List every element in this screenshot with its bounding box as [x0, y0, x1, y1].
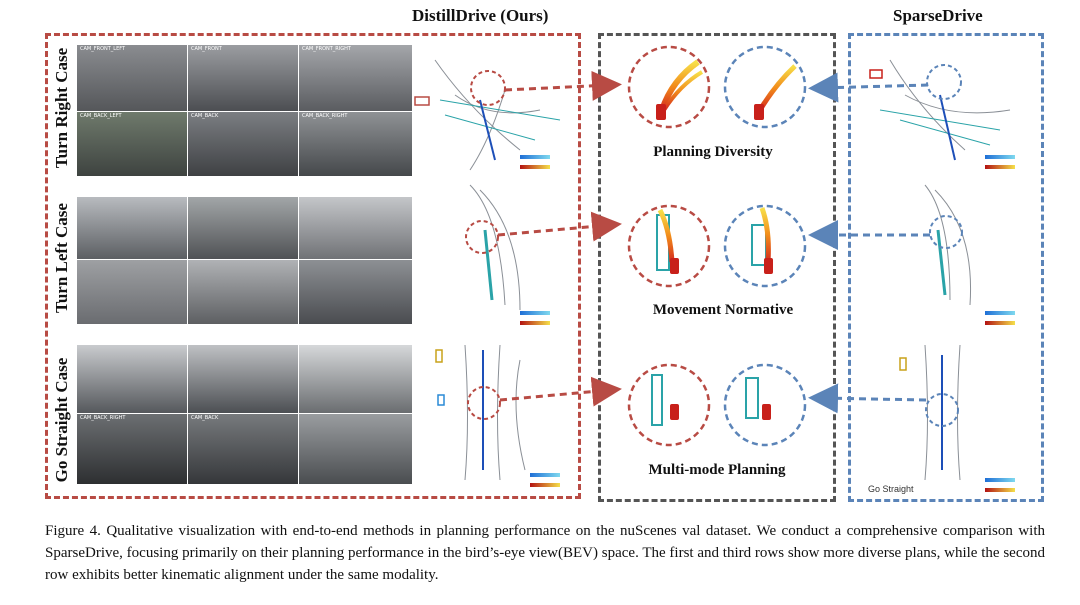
arrows-sparse [808, 72, 930, 414]
distilldrive-frame [45, 33, 581, 499]
camera-image: CAM_FRONT_RIGHT [299, 45, 412, 111]
center-zoom-row1 [627, 45, 807, 129]
figure-caption: Figure 4. Qualitative visualization with… [45, 523, 1045, 583]
camera-image [299, 260, 412, 324]
camera-label: CAM_BACK [191, 415, 219, 421]
camera-image: CAM_FRONT [188, 45, 298, 111]
bev-map-sparse-row2 [924, 184, 1015, 325]
camera-image: CAM_FRONT_LEFT [77, 45, 187, 111]
camera-label: CAM_FRONT_LEFT [80, 46, 126, 52]
camera-image [77, 260, 187, 324]
label-multi-mode-planning: Multi-mode Planning [648, 462, 786, 478]
sparsedrive-frame [848, 33, 1044, 502]
camera-image: CAM_BACK_RIGHT [299, 112, 412, 176]
camera-image [188, 260, 298, 324]
header-sparsedrive: SparseDrive [893, 6, 983, 25]
camera-image [77, 345, 187, 413]
bev-map-distill-row2 [465, 184, 550, 325]
camera-image: CAM_BACK [188, 112, 298, 176]
camera-image [77, 197, 187, 259]
bev-map-distill-row1 [434, 59, 561, 171]
label-movement-normative: Movement Normative [652, 302, 794, 318]
bev-map-sparse-row1 [879, 59, 1015, 169]
go-straight-label: Go Straight [868, 484, 914, 494]
camera-image [299, 414, 412, 484]
camera-label: CAM_FRONT_RIGHT [302, 46, 351, 52]
camera-image: CAM_BACK [188, 414, 298, 484]
side-markers [414, 69, 907, 406]
camera-image [299, 197, 412, 259]
label-planning-diversity: Planning Diversity [653, 144, 773, 160]
camera-image [188, 197, 298, 259]
camera-label: CAM_FRONT [191, 46, 222, 52]
header-distilldrive: DistillDrive (Ours) [412, 6, 549, 25]
camera-image [299, 345, 412, 413]
camera-image: CAM_BACK_LEFT [77, 112, 187, 176]
arrows-distill [497, 70, 622, 407]
center-zoom-row2 [627, 204, 807, 288]
camera-label: CAM_BACK_RIGHT [302, 113, 348, 119]
comparison-frame [598, 33, 836, 502]
camera-label: CAM_BACK_RIGHT [80, 415, 126, 421]
camera-image [188, 345, 298, 413]
camera-label: CAM_BACK_LEFT [80, 113, 122, 119]
bev-map-sparse-row3 [924, 344, 1015, 492]
center-zoom-row3 [627, 363, 807, 447]
camera-label: CAM_BACK [191, 113, 219, 119]
bev-map-distill-row3 [464, 344, 560, 487]
camera-image: CAM_BACK_RIGHT [77, 414, 187, 484]
